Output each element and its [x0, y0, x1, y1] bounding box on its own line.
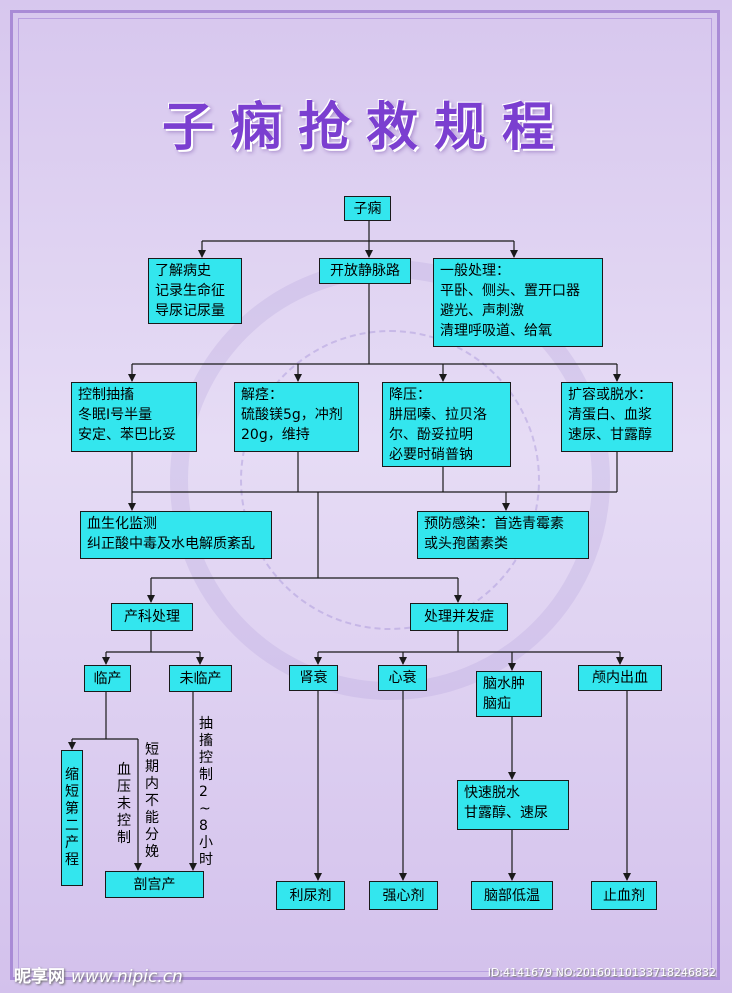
node-intracranial-hemorrhage: 颅内出血 [578, 665, 662, 691]
node-in-labor: 临产 [84, 665, 131, 692]
node-not-in-labor: 未临产 [169, 665, 232, 692]
watermark-brand-text: 昵享网 [14, 967, 65, 987]
node-convulsion-control: 控制抽搐 冬眠Ⅰ号半量 安定、苯巴比妥 [71, 382, 197, 452]
node-eclampsia: 子痫 [344, 196, 391, 221]
node-cerebral-edema: 脑水肿 脑疝 [476, 671, 542, 717]
label-bp-uncontrolled: 血压未控制 [117, 762, 131, 846]
node-heart-failure: 心衰 [378, 665, 427, 691]
background-dial-ring [240, 330, 540, 630]
node-antihypertensive: 降压： 肼屈嗪、拉贝洛 尔、酚妥拉明 必要时硝普钠 [382, 382, 511, 467]
node-history: 了解病史 记录生命征 导尿记尿量 [148, 258, 242, 324]
node-iv-access: 开放静脉路 [319, 258, 411, 284]
node-cesarean-section: 剖宫产 [105, 871, 204, 898]
watermark-url: www.nipic.cn [70, 967, 183, 987]
node-shorten-second-stage: 缩短第二产程 [61, 750, 83, 886]
node-brain-hypothermia: 脑部低温 [471, 881, 553, 910]
node-general-care: 一般处理： 平卧、侧头、置开口器 避光、声刺激 清理呼吸道、给氧 [433, 258, 603, 347]
node-complication-management: 处理并发症 [410, 603, 508, 631]
node-hemostatic: 止血剂 [591, 881, 657, 910]
node-volume-dehydration: 扩容或脱水： 清蛋白、血浆 速尿、甘露醇 [561, 382, 673, 452]
node-spasmolysis: 解痉： 硫酸镁5g，冲剂 20g，维持 [234, 382, 359, 452]
inner-frame [18, 18, 712, 972]
label-cannot-deliver-short-term: 短期内不能分娩 [145, 742, 159, 860]
label-convulsion-controlled-hours: 抽搐控制2~8小时 [199, 716, 213, 868]
outer-frame [10, 10, 720, 980]
watermark-id: ID:4141679 NO:20160110133718246832 [487, 966, 716, 979]
node-rapid-dehydration: 快速脱水 甘露醇、速尿 [457, 780, 569, 830]
node-diuretic: 利尿剂 [276, 881, 345, 910]
node-infection-prevention: 预防感染：首选青霉素 或头孢菌素类 [417, 511, 589, 559]
node-obstetric-management: 产科处理 [111, 603, 193, 631]
node-biochem-monitoring: 血生化监测 纠正酸中毒及水电解质紊乱 [80, 511, 272, 559]
watermark-brand: 昵享网 www.nipic.cn [14, 962, 183, 987]
page-title: 子痫抢救规程 [161, 97, 570, 158]
node-cardiotonic: 强心剂 [369, 881, 438, 910]
shorten-second-stage-text: 缩短第二产程 [65, 767, 79, 868]
node-renal-failure: 肾衰 [289, 665, 338, 691]
